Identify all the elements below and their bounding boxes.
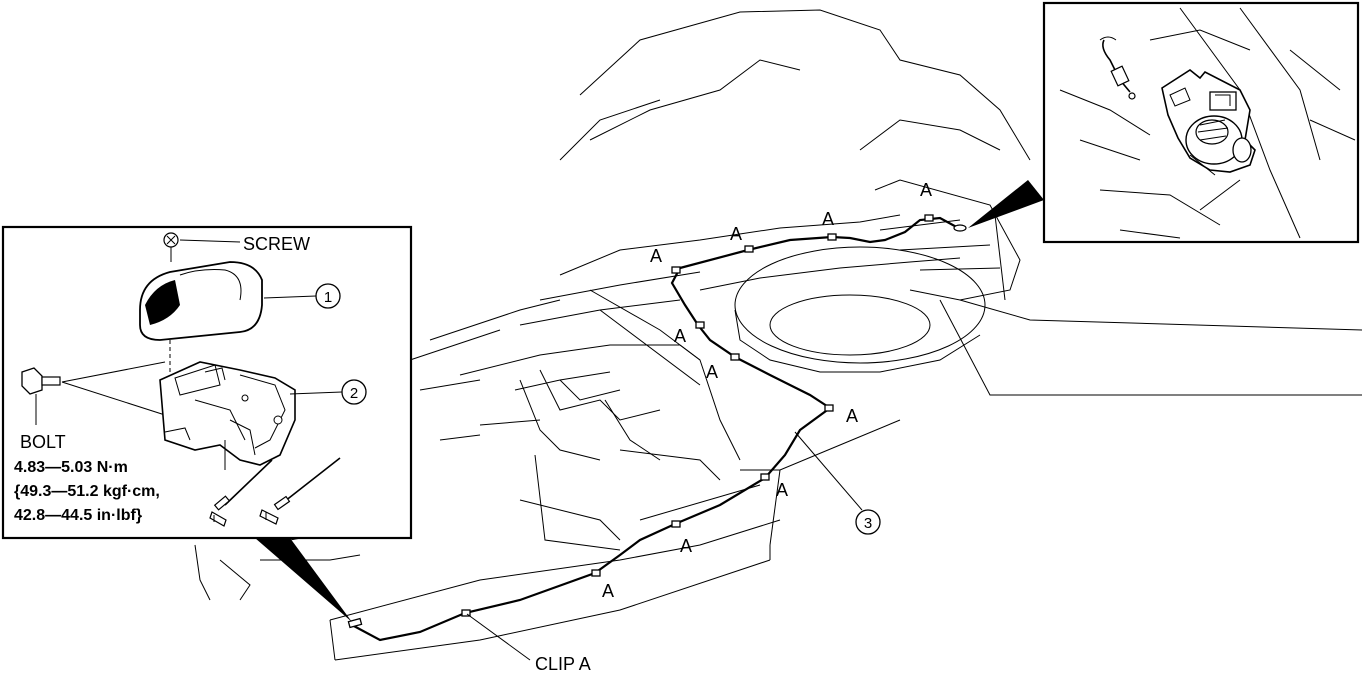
part-1-number: 1 [324, 289, 332, 306]
clip-label: A [602, 581, 614, 601]
part-2-number: 2 [350, 385, 358, 402]
inset-pointer-left [255, 538, 352, 622]
torque-inlbf: 42.8—44.5 in·lbf} [14, 507, 142, 524]
clip-label: A [730, 224, 742, 244]
clip-a-label: CLIP A [535, 654, 591, 674]
clip-a-marker [924, 214, 934, 222]
torque-kgf: {49.3—51.2 kgf·cm, [14, 483, 160, 500]
lever-detail-inset: SCREW 1 BOLT 4.83—5.03 N·m {49.3—51.2 kg… [1, 225, 413, 540]
clip-label: A [674, 326, 686, 346]
clip-label: A [846, 406, 858, 426]
clip-labels: A A A A A A A A A A [602, 180, 932, 601]
screw-label: SCREW [243, 234, 310, 254]
clip-a-marker [695, 321, 705, 329]
clip-a-marker [671, 266, 681, 274]
clip-a-marker [827, 233, 837, 241]
floor-pan-outline [194, 9, 1362, 661]
clip-label: A [920, 180, 932, 200]
parking-brake-cable [351, 216, 963, 642]
clip-a-marker [744, 245, 754, 253]
clip-a-marker [760, 473, 770, 481]
clip-a-marker [824, 404, 834, 412]
clip-label: A [680, 536, 692, 556]
part-3-callout: 3 [794, 431, 881, 535]
clip-a-marker [591, 569, 601, 577]
clip-label: A [706, 362, 718, 382]
clip-label: A [776, 480, 788, 500]
lever-cover: 1 [139, 261, 341, 430]
lever-bracket: 2 [61, 361, 367, 466]
clip-a-marker [730, 353, 740, 361]
cable-ends [209, 440, 341, 527]
cable-clips [347, 214, 967, 629]
inset-pointer-right [968, 180, 1044, 228]
part-3-number: 3 [864, 515, 872, 532]
torque-nm: 4.83—5.03 N·m [14, 459, 128, 476]
screw: SCREW [163, 232, 310, 262]
rear-brake-detail-inset [1042, 1, 1360, 244]
bolt: BOLT 4.83—5.03 N·m {49.3—51.2 kgf·cm, 42… [14, 367, 166, 524]
clip-a-marker [347, 617, 363, 629]
clip-a-marker [671, 520, 681, 528]
bolt-label: BOLT [20, 432, 66, 452]
clip-a-marker [461, 609, 471, 617]
clip-label: A [822, 209, 834, 229]
clip-a-callout: CLIP A [466, 613, 591, 674]
clip-label: A [650, 246, 662, 266]
